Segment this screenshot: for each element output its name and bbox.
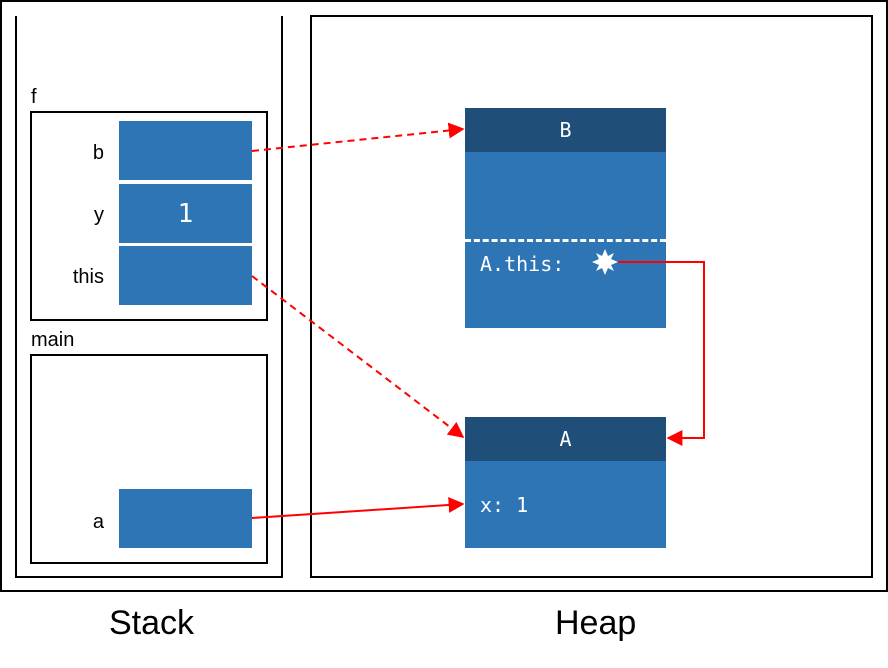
var-a-label: a — [92, 511, 104, 533]
object-b-field: A.this: — [480, 252, 565, 276]
var-y-label: y — [94, 204, 104, 226]
arrow-athis-to-A — [618, 261, 705, 446]
diagram-border — [0, 0, 888, 592]
var-this-slot — [119, 246, 252, 305]
object-a-field: x: 1 — [480, 493, 529, 517]
arrow-a-to-A — [251, 496, 465, 519]
object-b-header: B — [465, 108, 666, 152]
starburst-icon — [592, 249, 618, 275]
var-y-slot: 1 — [119, 184, 252, 243]
object-b-separator — [465, 239, 666, 242]
var-this-label: this — [72, 266, 104, 288]
heap-object-b: B A.this: — [465, 108, 666, 328]
arrow-b-to-B — [251, 122, 465, 152]
var-a-slot — [119, 489, 252, 548]
heap-object-a: A x: 1 — [465, 417, 666, 548]
stack-label: Stack — [109, 604, 195, 642]
var-b-label: b — [92, 142, 104, 164]
arrow-this-to-A — [251, 275, 465, 438]
frame-main-label: main — [31, 329, 75, 351]
stack-region — [15, 16, 283, 578]
var-b-slot — [119, 121, 252, 180]
frame-f-label: f — [31, 86, 37, 108]
object-a-header: A — [465, 417, 666, 461]
heap-region — [310, 15, 873, 578]
heap-label: Heap — [555, 604, 637, 642]
